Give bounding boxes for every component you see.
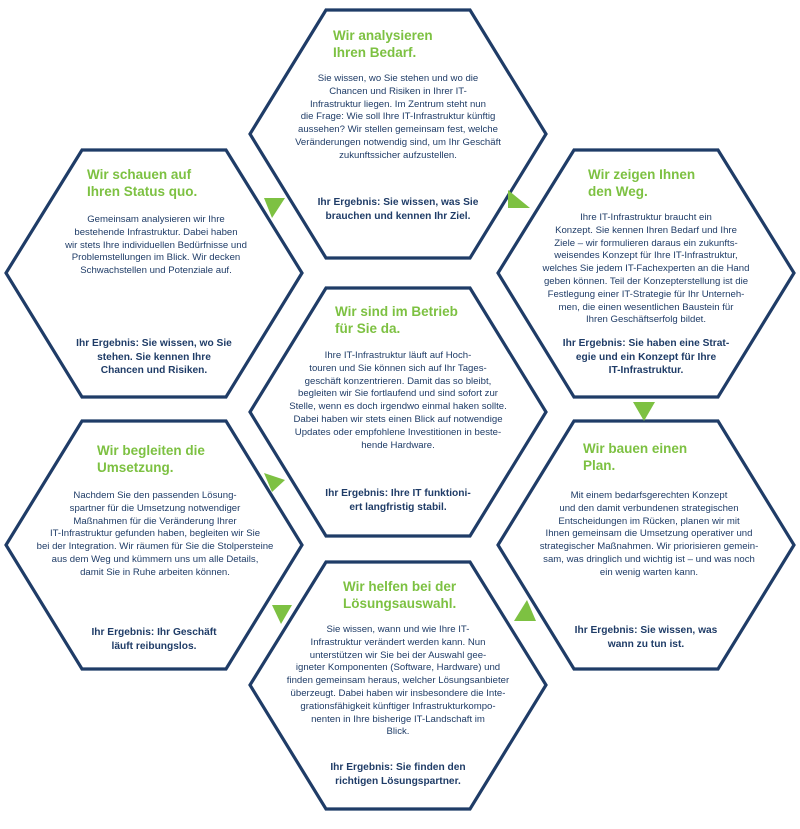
body-umsetzung: Nachdem Sie den passenden Lösung- spartn… <box>36 490 274 578</box>
result-umsetzung: Ihr Ergebnis: Ihr Geschäft läuft reibung… <box>91 627 217 652</box>
body-betrieb: Ihre IT-Infrastruktur läuft auf Hoch- to… <box>289 350 507 451</box>
arrow-status-to-analysieren <box>264 198 285 218</box>
hexagon-loesung <box>248 560 548 811</box>
title-loesung: Wir helfen bei der Lösungsauswahl. <box>343 579 457 611</box>
title-plan: Wir bauen einen Plan. <box>583 441 688 473</box>
hexagon-plan <box>496 419 796 671</box>
body-plan: Mit einem bedarfsgerechten Konzept und d… <box>539 490 759 578</box>
title-umsetzung: Wir begleiten die Umsetzung. <box>97 443 205 475</box>
result-weg: Ihr Ergebnis: Sie haben eine Strat- egie… <box>562 338 730 376</box>
body-analysieren: Sie wissen, wo Sie stehen und wo die Cha… <box>295 73 501 161</box>
result-analysieren: Ihr Ergebnis: Sie wissen, was Sie brauch… <box>317 197 479 222</box>
arrow-umsetzung-to-betrieb <box>264 473 285 492</box>
hexagon-weg <box>496 148 796 399</box>
body-status: Gemeinsam analysieren wir Ihre bestehend… <box>65 214 247 277</box>
body-weg: Ihre IT-Infrastruktur braucht ein Konzep… <box>542 212 750 326</box>
arrow-loesung-to-umsetzung <box>272 605 292 624</box>
hexagon-betrieb <box>248 286 548 538</box>
hexagon-analysieren <box>248 8 548 260</box>
arrow-analysieren-to-weg <box>508 190 530 208</box>
body-loesung: Sie wissen, wann und wie Ihre IT- Infras… <box>286 624 510 738</box>
title-betrieb: Wir sind im Betrieb für Sie da. <box>335 304 458 336</box>
result-status: Ihr Ergebnis: Sie wissen, wo Sie stehen.… <box>76 338 232 376</box>
result-loesung: Ihr Ergebnis: Sie finden den richtigen L… <box>330 762 466 787</box>
title-status: Wir schauen auf Ihren Status quo. <box>87 167 198 199</box>
arrow-weg-to-plan <box>633 402 655 421</box>
title-analysieren: Wir analysieren Ihren Bedarf. <box>333 28 433 60</box>
result-plan: Ihr Ergebnis: Sie wissen, was wann zu tu… <box>574 625 718 650</box>
hexagon-umsetzung <box>4 419 304 671</box>
result-betrieb: Ihr Ergebnis: Ihre IT funktioni- ert lan… <box>325 488 471 513</box>
arrow-plan-to-loesung <box>514 600 536 621</box>
title-weg: Wir zeigen Ihnen den Weg. <box>588 167 696 199</box>
hexagon-status <box>4 148 304 399</box>
